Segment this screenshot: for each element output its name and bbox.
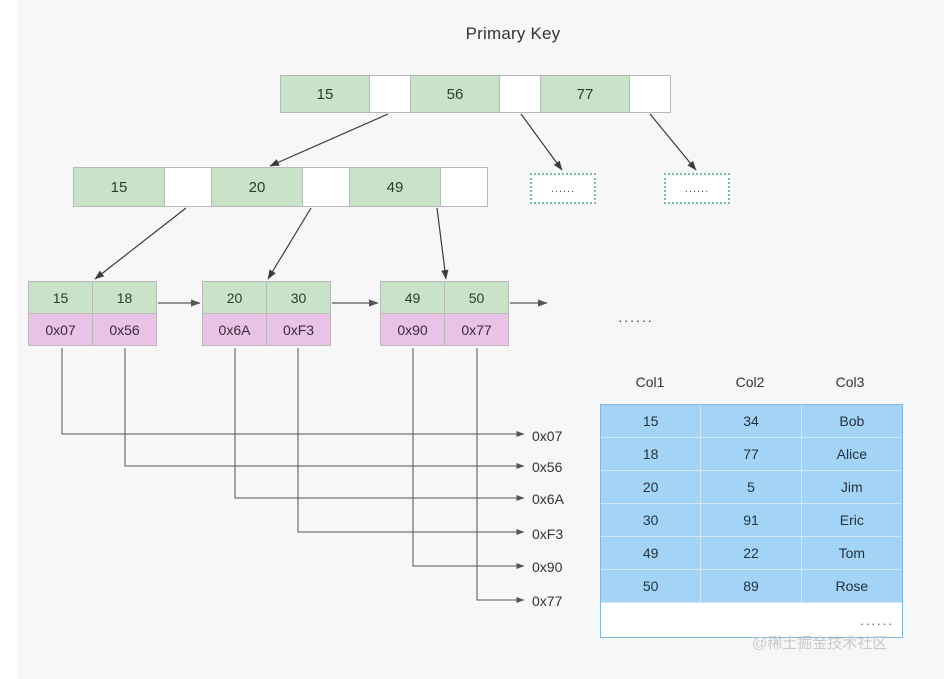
internal-cell-pointer-0 [164,167,212,207]
record-table: Col1 Col2 Col3 15 34 Bob 18 77 Alice 20 … [600,374,910,638]
leaf-0-key-1: 18 [92,281,157,314]
table-cell: Eric [801,504,902,537]
internal-cell-key-0: 15 [73,167,165,207]
btree-internal-node: 15 20 49 [73,167,488,207]
table-cell: 77 [701,438,802,471]
table-cell: 34 [701,405,802,438]
address-label-3: 0xF3 [532,526,564,542]
internal-cell-key-1: 20 [211,167,303,207]
leaf-2-address-row: 0x90 0x77 [380,313,510,346]
root-cell-pointer-1 [499,75,541,113]
table-footer-ellipsis: ...... [601,603,902,637]
leaf-1-key-row: 20 30 [202,281,332,314]
table-cell: 5 [701,471,802,504]
leaf-chain-ellipsis: ...... [618,309,654,325]
table-cell: 22 [701,537,802,570]
table-row: 15 34 Bob [601,405,902,438]
table-row: 18 77 Alice [601,438,902,471]
placeholder-subtree-box-0: ...... [530,173,596,204]
address-label-1: 0x56 [532,459,563,475]
leaf-2-key-0: 49 [380,281,445,314]
leaf-1-address-0: 0x6A [202,313,267,346]
address-label-0: 0x07 [532,428,563,444]
table-row: 20 5 Jim [601,471,902,504]
internal-cell-pointer-1 [302,167,350,207]
root-cell-pointer-2 [629,75,671,113]
btree-root-node: 15 56 77 [280,75,671,113]
placeholder-subtree-box-1: ...... [664,173,730,204]
leaf-2-key-row: 49 50 [380,281,510,314]
btree-leaf-node-1: 20 30 0x6A 0xF3 [202,281,332,347]
address-label-5: 0x77 [532,593,563,609]
table-row: 50 89 Rose [601,570,902,603]
table-cell: Alice [801,438,902,471]
leaf-1-address-1: 0xF3 [266,313,331,346]
table-header-row: Col1 Col2 Col3 [600,374,910,400]
page-title: Primary Key [465,24,561,43]
btree-leaf-node-0: 15 18 0x07 0x56 [28,281,158,347]
watermark-text: @稀土掘金技术社区 [752,635,888,652]
leaf-2-key-1: 50 [444,281,509,314]
root-cell-key-0: 15 [280,75,370,113]
root-cell-key-2: 77 [540,75,630,113]
table-cell: 18 [601,438,702,471]
table-cell: Rose [801,570,902,603]
table-header-col2: Col2 [735,374,765,390]
table-cell: 15 [601,405,702,438]
root-cell-pointer-0 [369,75,411,113]
table-header-col3: Col3 [835,374,865,390]
table-header-col1: Col1 [635,374,665,390]
table-cell: Jim [801,471,902,504]
table-cell: 89 [701,570,802,603]
leaf-0-address-1: 0x56 [92,313,157,346]
table-cell: 49 [601,537,702,570]
leaf-1-address-row: 0x6A 0xF3 [202,313,332,346]
leaf-0-address-0: 0x07 [28,313,93,346]
address-label-2: 0x6A [532,491,564,507]
internal-cell-key-2: 49 [349,167,441,207]
table-cell: Bob [801,405,902,438]
table-cell: 50 [601,570,702,603]
leaf-0-address-row: 0x07 0x56 [28,313,158,346]
leaf-1-key-1: 30 [266,281,331,314]
root-cell-key-1: 56 [410,75,500,113]
address-label-4: 0x90 [532,559,563,575]
table-cell: 91 [701,504,802,537]
leaf-2-address-1: 0x77 [444,313,509,346]
table-cell: 20 [601,471,702,504]
table-row: 49 22 Tom [601,537,902,570]
leaf-2-address-0: 0x90 [380,313,445,346]
table-cell: 30 [601,504,702,537]
table-cell: Tom [801,537,902,570]
leaf-1-key-0: 20 [202,281,267,314]
table-body: 15 34 Bob 18 77 Alice 20 5 Jim 30 91 Eri… [600,404,903,638]
table-row: 30 91 Eric [601,504,902,537]
internal-cell-pointer-2 [440,167,488,207]
leaf-0-key-0: 15 [28,281,93,314]
leaf-0-key-row: 15 18 [28,281,158,314]
btree-leaf-node-2: 49 50 0x90 0x77 [380,281,510,347]
